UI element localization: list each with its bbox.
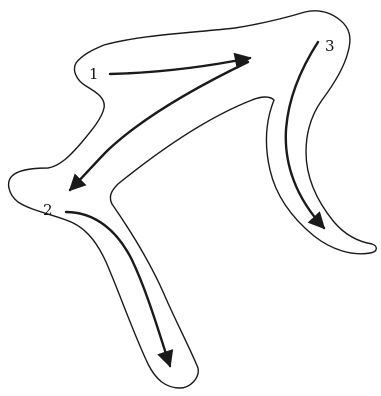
arrow-2 — [66, 212, 170, 366]
label-3: 3 — [325, 37, 335, 55]
label-1: 1 — [89, 65, 99, 83]
label-2: 2 — [43, 201, 53, 219]
